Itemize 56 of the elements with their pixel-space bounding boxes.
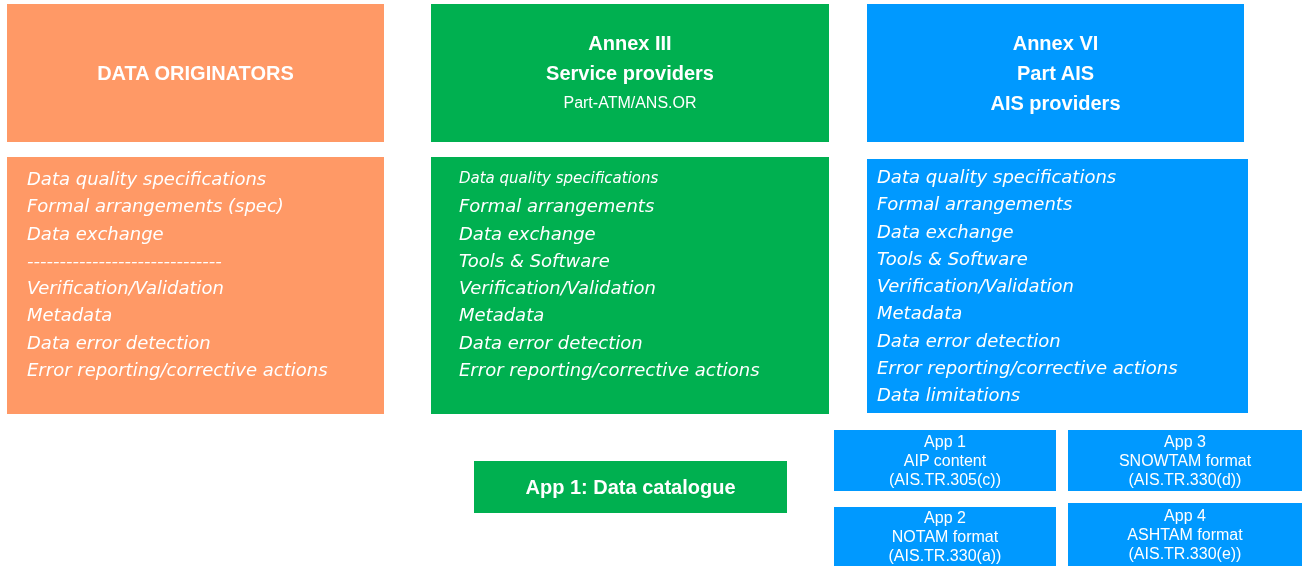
list-item: Verification/Validation [459, 276, 657, 301]
list-item: Data quality specifications [27, 167, 268, 191]
list-item: Verification/Validation [877, 274, 1075, 299]
heading: App 4 [1164, 506, 1206, 525]
list-item: Formal arrangements [459, 194, 656, 219]
subheading: ASHTAM format [1127, 525, 1243, 544]
list-panel [431, 157, 829, 414]
list-panel [867, 159, 1248, 413]
heading: App 1: Data catalogue [525, 475, 736, 500]
appendix-box [834, 507, 1056, 566]
list-item: Metadata [877, 301, 964, 326]
heading: Annex III [588, 31, 672, 56]
appendix-box [1068, 430, 1302, 491]
list-item: Error reporting/corrective actions [459, 358, 761, 383]
list-item: Tools & Software [877, 246, 1029, 271]
subheading: (AIS.TR.330(d)) [1128, 470, 1242, 489]
list-item: Metadata [27, 303, 114, 328]
header-box [867, 4, 1244, 142]
list-item: Data exchange [27, 221, 165, 246]
subheading: SNOWTAM format [1118, 451, 1252, 470]
subheading: Part AIS [1016, 61, 1095, 86]
heading: Annex VI [1012, 31, 1099, 56]
list-item: Tools & Software [459, 248, 611, 273]
list-item: Data error detection [27, 330, 212, 355]
list-item: Data exchange [459, 221, 597, 246]
list-item: Data exchange [877, 219, 1015, 244]
appendix-box [1068, 503, 1302, 566]
list-item: Formal arrangements [877, 192, 1074, 217]
list-item: ------------------------------ [27, 248, 223, 273]
list-item: Error reporting/corrective actions [877, 356, 1179, 381]
header-box [7, 4, 384, 142]
list-item: Data quality specifications [459, 168, 660, 189]
list-item: Error reporting/corrective actions [27, 358, 329, 383]
list-item: Formal arrangements (spec) [27, 194, 285, 219]
heading: DATA ORIGINATORS [97, 61, 294, 86]
list-item: Data limitations [877, 383, 1022, 408]
subheading: AIP content [903, 451, 987, 470]
appendix-box [474, 461, 787, 513]
heading: App 1 [924, 432, 966, 451]
heading: App 3 [1164, 432, 1206, 451]
heading: App 2 [924, 508, 966, 527]
list-panel [7, 157, 384, 414]
list-item: Data quality specifications [877, 165, 1118, 189]
subheading: Service providers [546, 61, 714, 86]
subheading: (AIS.TR.330(a)) [888, 546, 1002, 565]
subheading: AIS providers [990, 91, 1121, 116]
list-item: Verification/Validation [27, 276, 225, 301]
subheading: (AIS.TR.330(e)) [1128, 544, 1242, 563]
list-item: Data error detection [877, 328, 1062, 353]
list-item: Data error detection [459, 330, 644, 355]
appendix-box [834, 430, 1056, 491]
subheading: (AIS.TR.305(c)) [889, 470, 1001, 489]
subheading: Part-ATM/ANS.OR [563, 93, 697, 113]
subheading: NOTAM format [891, 527, 999, 546]
header-box [431, 4, 829, 142]
list-item: Metadata [459, 303, 546, 328]
